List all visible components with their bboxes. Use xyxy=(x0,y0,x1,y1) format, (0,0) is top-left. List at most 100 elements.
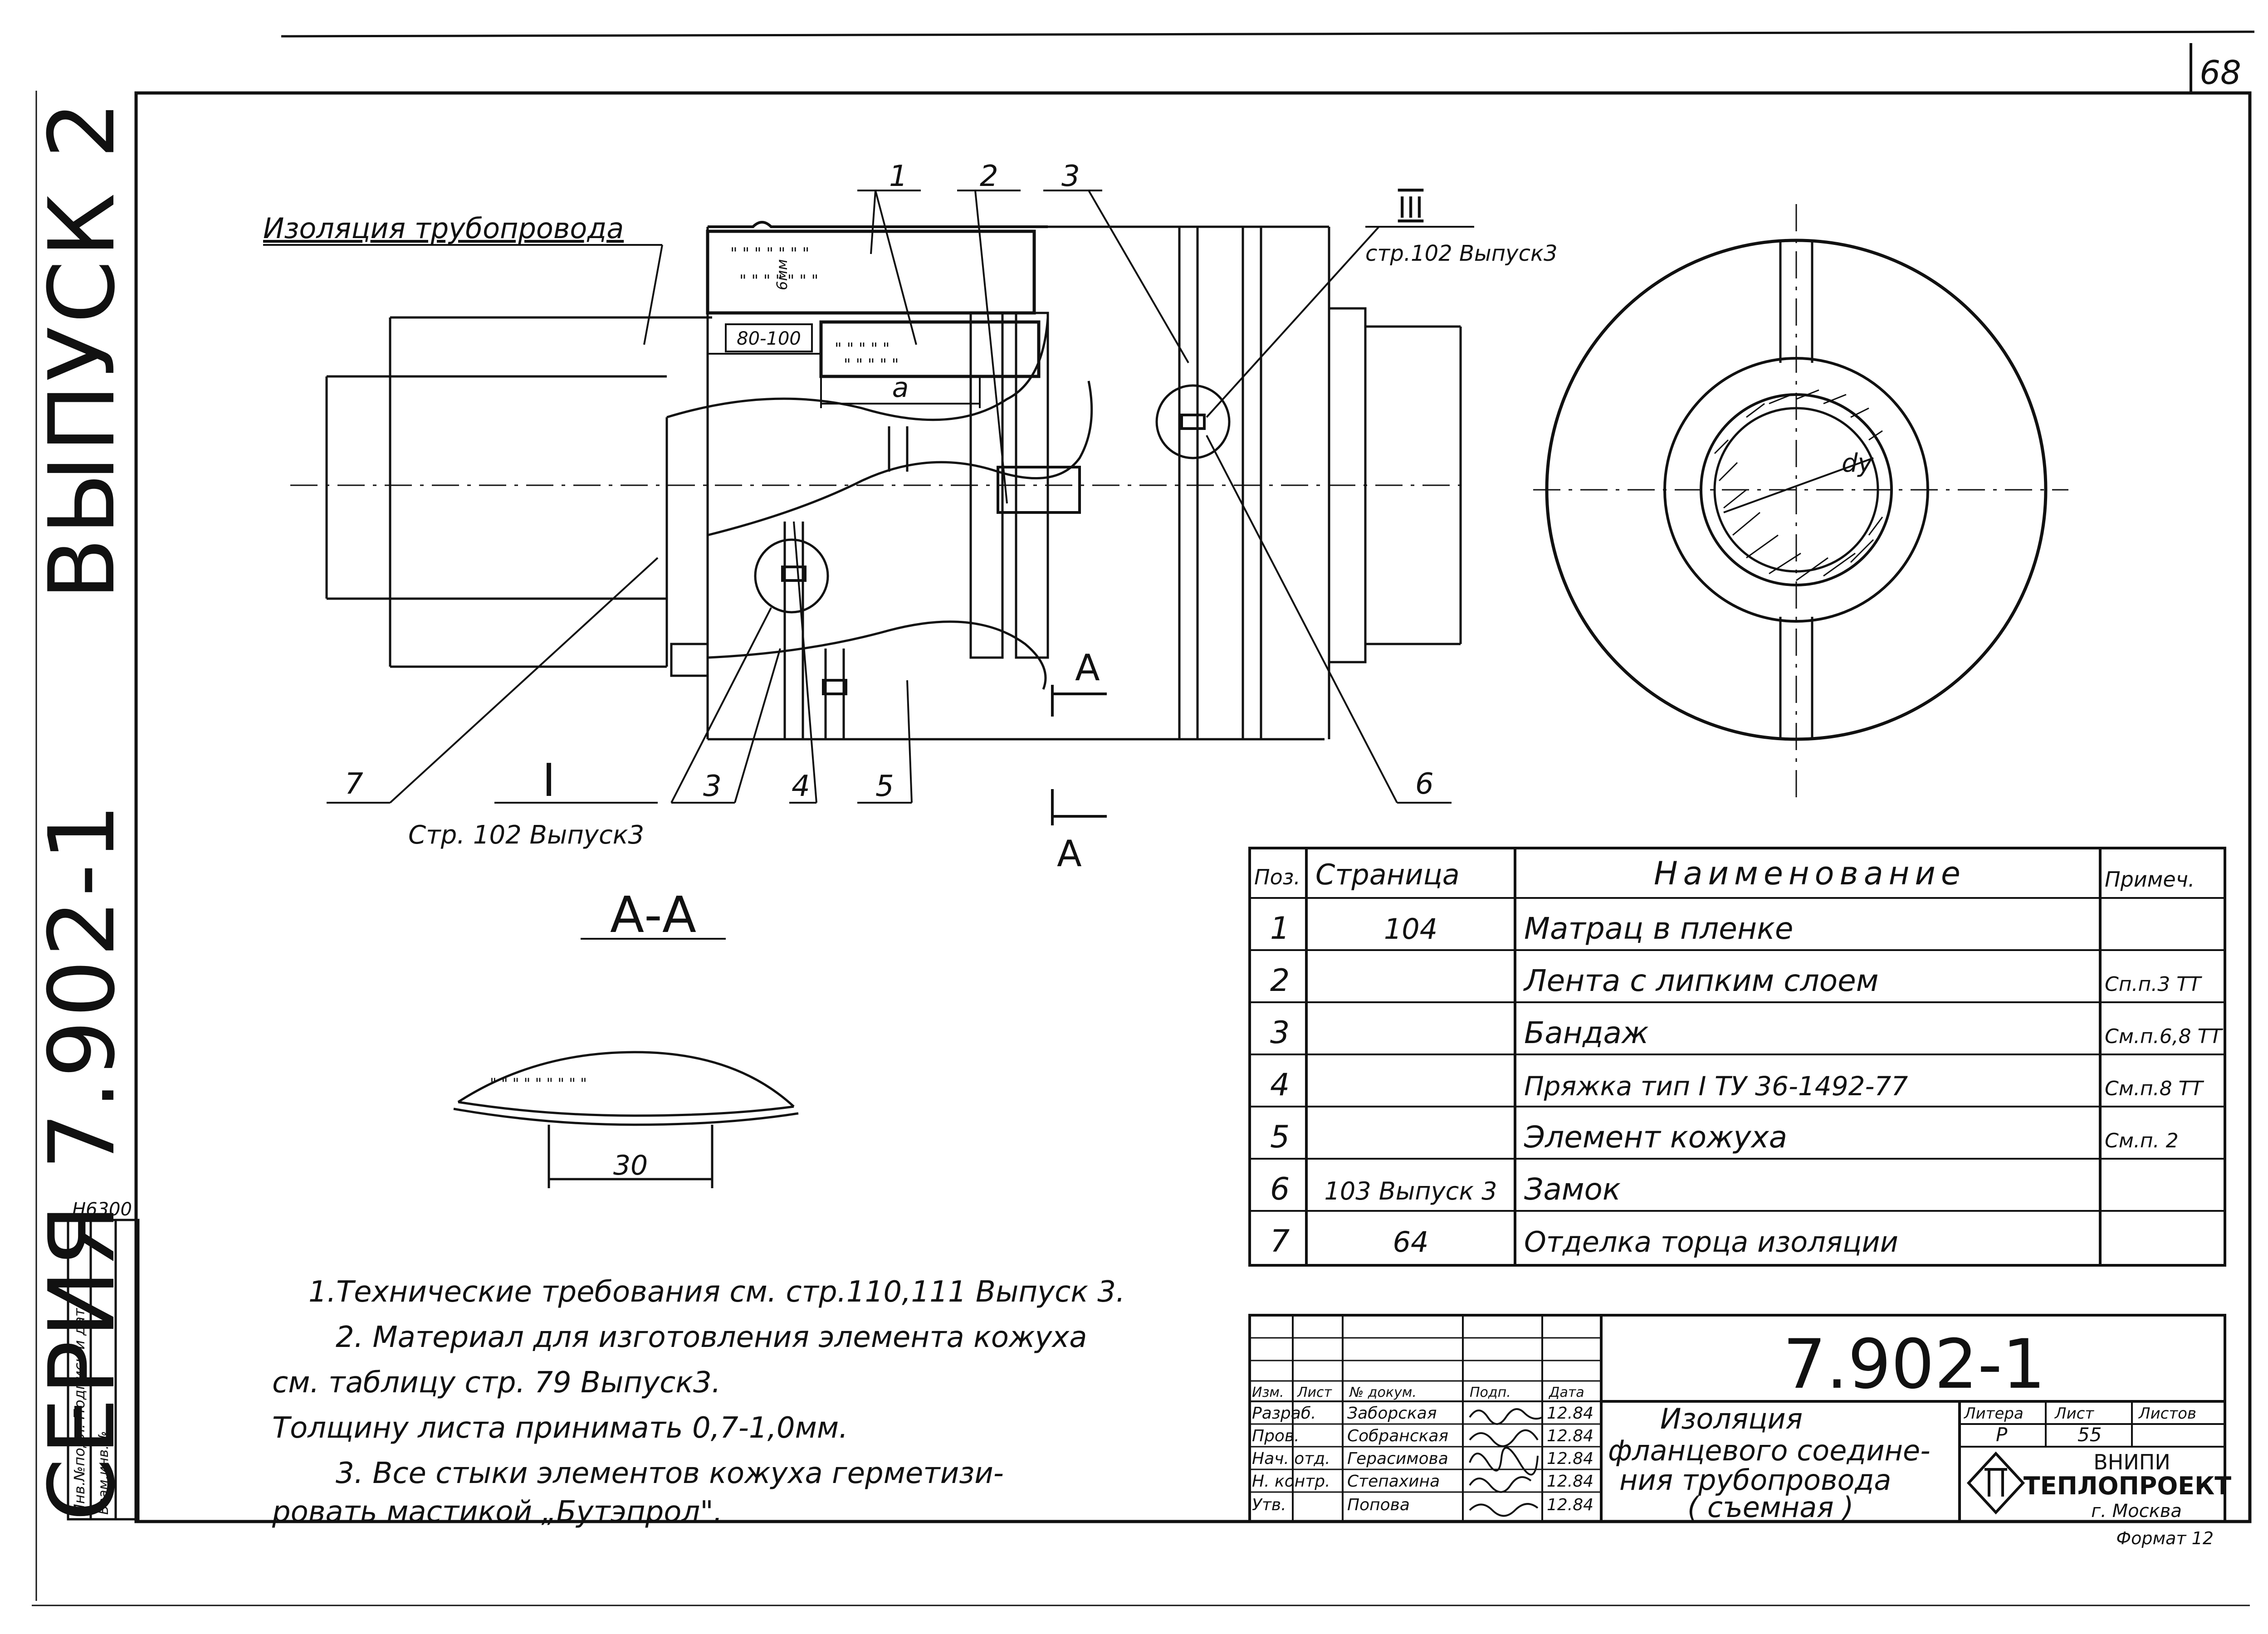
section-title: А-А xyxy=(610,886,696,944)
callout-1: 1 xyxy=(889,160,908,193)
col-date: Дата xyxy=(1548,1385,1584,1400)
issue-caption: ВЫПУСК 2 xyxy=(29,98,135,600)
title-block-grid xyxy=(1248,1314,2226,1523)
name-3: Герасимова xyxy=(1347,1449,1448,1468)
col-sign: Подп. xyxy=(1470,1385,1511,1400)
series-caption: СЕРИЯ 7.902-1 xyxy=(29,801,135,1522)
dim-a-label: a xyxy=(892,372,909,404)
date-3: 12.84 xyxy=(1547,1449,1593,1468)
row-3-note: См.п.6,8 ТТ xyxy=(2105,1025,2223,1048)
frame xyxy=(32,30,2255,1606)
row-2-pos: 2 xyxy=(1270,963,1290,999)
svg-text:" " " " ": " " " " " xyxy=(844,356,899,374)
row-3-name: Бандаж xyxy=(1524,1015,1648,1050)
callout-5: 5 xyxy=(875,770,894,803)
parts-table: Поз. Страница Наименование Примеч. 1 104… xyxy=(1254,855,2223,1259)
row-7-name: Отделка торца изоляции xyxy=(1524,1225,1898,1258)
title-line-4: ( съемная ) xyxy=(1687,1491,1853,1524)
note-3: см. таблицу стр. 79 Выпуск3. xyxy=(272,1366,721,1400)
org-line-1: ВНИПИ xyxy=(2093,1450,2170,1474)
pipe-wall-hatch xyxy=(1714,389,1883,581)
callout-6: 6 xyxy=(1415,767,1434,801)
col-doc: № докум. xyxy=(1349,1385,1417,1400)
note-5: 3. Все стыки элементов кожуха герметизи- xyxy=(336,1457,1004,1490)
insulation-label: Изоляция трубопровода xyxy=(263,212,624,245)
section-a-a xyxy=(453,1051,799,1188)
stamp-col-2: Подпись и дата xyxy=(71,1299,88,1419)
stage-header-2: Лист xyxy=(2054,1405,2094,1423)
section-mark-bottom: А xyxy=(1057,833,1082,875)
wrap-label: 6мм xyxy=(773,259,791,290)
format-label: Формат 12 xyxy=(2116,1528,2214,1548)
side-view xyxy=(290,221,1462,741)
row-2-name: Лента с липким слоем xyxy=(1523,963,1879,998)
note-4: Толщину листа принимать 0,7-1,0мм. xyxy=(272,1411,848,1445)
role-2: Пров. xyxy=(1252,1427,1300,1445)
stamp-code: Н6300 xyxy=(72,1199,132,1220)
role-4: Н. контр. xyxy=(1252,1472,1330,1491)
role-3: Нач. отд. xyxy=(1252,1449,1330,1468)
section-mark-top: А xyxy=(1075,647,1100,689)
date-1: 12.84 xyxy=(1547,1404,1593,1423)
stage-header-3: Листов xyxy=(2138,1405,2196,1423)
title-line-2: фланцевого соедине- xyxy=(1608,1434,1931,1467)
date-2: 12.84 xyxy=(1547,1427,1593,1445)
signatures xyxy=(1469,1408,1543,1517)
stage-value: Р xyxy=(1996,1424,2008,1446)
note-1: 1.Технические требования см. стр.110,111… xyxy=(308,1275,1125,1309)
role-1: Разраб. xyxy=(1252,1404,1316,1423)
name-5: Попова xyxy=(1347,1496,1410,1514)
dim-80-100 xyxy=(708,323,821,355)
section-marks xyxy=(1051,685,1107,825)
stage-header-1: Литера xyxy=(1963,1405,2024,1423)
stage-cells: Литера Лист Листов Р 55 xyxy=(1963,1405,2196,1446)
dim-a xyxy=(820,376,981,408)
date-5: 12.84 xyxy=(1547,1496,1593,1514)
row-6-name: Замок xyxy=(1524,1172,1621,1207)
title-text: Изоляция фланцевого соедине- ния трубопр… xyxy=(1608,1402,1931,1524)
note-6: ровать мастикой „Бутэпрол". xyxy=(272,1495,723,1529)
row-7-page: 64 xyxy=(1393,1225,1429,1258)
insulation-leader xyxy=(263,244,663,345)
th-page: Страница xyxy=(1315,858,1460,891)
stamp-col-1: Инв.№подл. xyxy=(71,1424,88,1515)
ref-III-page: стр.102 Выпуск3 xyxy=(1365,241,1558,266)
role-5: Утв. xyxy=(1252,1496,1286,1514)
name-1: Заборская xyxy=(1347,1404,1437,1423)
row-4-name: Пряжка тип I ТУ 36-1492-77 xyxy=(1524,1071,1908,1102)
dim-dy-label: dy xyxy=(1842,449,1873,478)
row-4-note: См.п.8 ТТ xyxy=(2105,1077,2204,1100)
th-note: Примеч. xyxy=(2105,867,2195,892)
row-1-pos: 1 xyxy=(1270,911,1290,946)
name-4: Степахина xyxy=(1347,1472,1440,1491)
row-5-note: См.п. 2 xyxy=(2105,1129,2179,1152)
row-5-pos: 5 xyxy=(1270,1119,1290,1155)
th-name: Наименование xyxy=(1654,855,1966,892)
notes: 1.Технические требования см. стр.110,111… xyxy=(272,1275,1125,1529)
ref-I-page: Стр. 102 Выпуск3 xyxy=(408,820,644,850)
sheet-number: 68 xyxy=(2200,54,2241,92)
col-izm: Изм. xyxy=(1252,1385,1284,1400)
ref-I: I xyxy=(542,754,556,807)
dim-30-label: 30 xyxy=(613,1150,648,1181)
row-6-page: 103 Выпуск 3 xyxy=(1324,1177,1497,1205)
stamp-col-3: Взам.инв.№ xyxy=(96,1431,112,1515)
row-3-pos: 3 xyxy=(1270,1015,1290,1051)
side-stamp xyxy=(67,1219,140,1521)
callout-4: 4 xyxy=(792,770,810,803)
row-4-pos: 4 xyxy=(1270,1067,1290,1103)
ref-III: III xyxy=(1398,191,1424,225)
parts-table-grid xyxy=(1248,847,2226,1267)
callout-7: 7 xyxy=(345,767,363,801)
insulation-hatch: " " " " " " " " " " " " " " " " " " " " … xyxy=(730,244,899,374)
section-hatch: " " " " " " " " " xyxy=(490,1075,587,1092)
col-list: Лист xyxy=(1297,1385,1333,1400)
date-4: 12.84 xyxy=(1547,1472,1593,1491)
title-line-3: ния трубопровода xyxy=(1619,1463,1891,1497)
title-block-columns: Изм. Лист № докум. Подп. Дата xyxy=(1252,1385,1584,1400)
svg-text:" " " " " " ": " " " " " " " xyxy=(730,244,809,263)
row-5-name: Элемент кожуха xyxy=(1524,1120,1787,1155)
doc-number: 7.902-1 xyxy=(1783,1325,2046,1404)
name-2: Собранская xyxy=(1347,1427,1448,1445)
